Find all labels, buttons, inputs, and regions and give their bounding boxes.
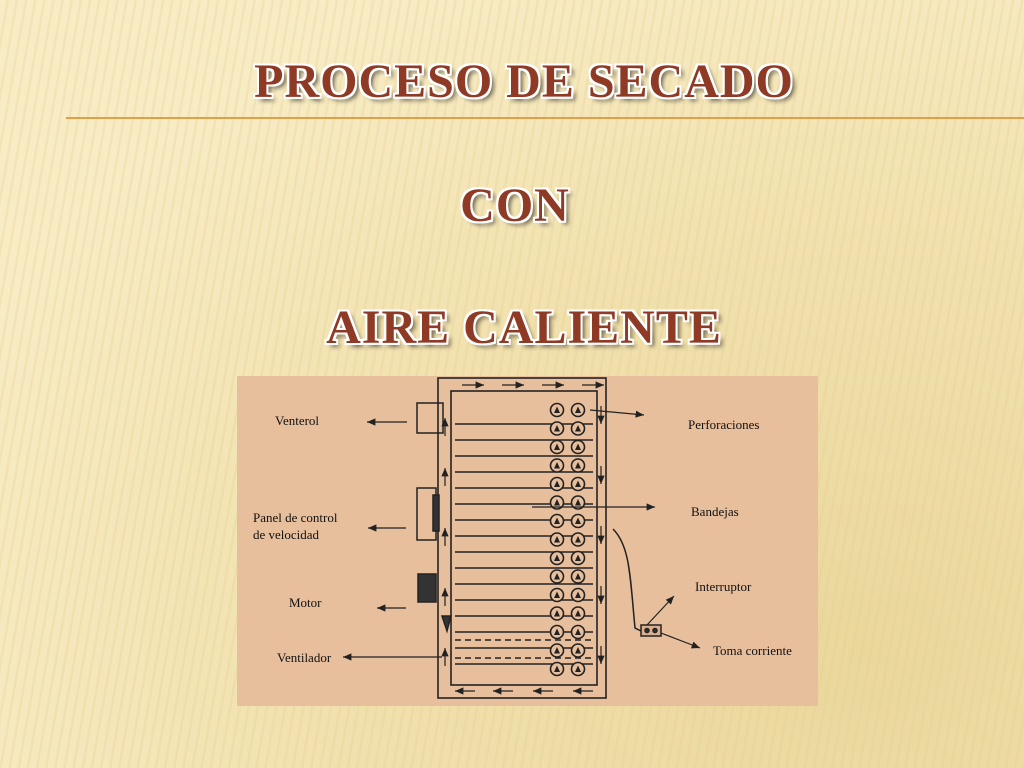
perforation-hole [549,550,565,566]
slide-title-line-3: AIRE CALIENTE [326,301,722,354]
fan-blade [440,615,452,634]
label-venterol: Venterol [275,413,320,428]
perforation-hole [570,513,586,529]
perforation-hole [570,550,586,566]
control-panel-knob [432,494,440,532]
dryer-diagram: Venterol Panel de control de velocidad M… [237,376,818,706]
perforation-hole [570,421,586,436]
perforation-hole [549,606,565,621]
motor-body [417,573,437,603]
perforation-hole [549,439,565,455]
perforation-hole [549,458,565,473]
label-panel-line1: Panel de control [253,510,338,525]
perforation-hole [549,402,565,418]
dryer-schematic [343,377,701,699]
perforation-hole [549,587,565,603]
label-interruptor: Interruptor [695,579,752,594]
perforation-hole [549,495,565,510]
perforation-hole [570,476,586,492]
perforation-hole [570,643,586,658]
cabinet-inner-wall [450,390,598,686]
perforation-hole [549,624,565,640]
toma-corriente-arrow [660,632,701,649]
toma-corriente-box [640,624,662,637]
perforation-hole [570,439,586,455]
switch-cable [612,528,642,632]
title-underline [66,117,1024,119]
label-bandejas: Bandejas [691,504,739,519]
label-perforaciones: Perforaciones [688,417,760,432]
perforation-hole [549,569,565,584]
perforation-hole [549,513,565,529]
perforation-hole [570,532,586,547]
perforation-hole [549,532,565,547]
label-toma-corriente: Toma corriente [713,643,792,658]
interruptor-arrow [646,595,675,626]
perforation-hole [549,421,565,436]
cabinet-outer-wall [437,377,607,699]
perforation-hole [549,476,565,492]
label-motor: Motor [289,595,322,610]
perforation-hole [570,569,586,584]
perforation-hole [570,458,586,473]
perforation-hole [570,402,586,418]
perforation-hole [570,495,586,510]
perforation-hole [570,587,586,603]
label-panel-line2: de velocidad [253,527,320,542]
perforation-hole [570,661,586,677]
perforation-hole [570,624,586,640]
perforation-hole [549,661,565,677]
label-ventilador: Ventilador [277,650,332,665]
venterol-box [416,402,444,434]
perforation-hole [549,643,565,658]
slide-title-line-2: CON [460,179,570,232]
slide-title-line-1: PROCESO DE SECADO [254,55,794,108]
perforaciones-arrow [589,409,645,418]
perforation-hole [570,606,586,621]
